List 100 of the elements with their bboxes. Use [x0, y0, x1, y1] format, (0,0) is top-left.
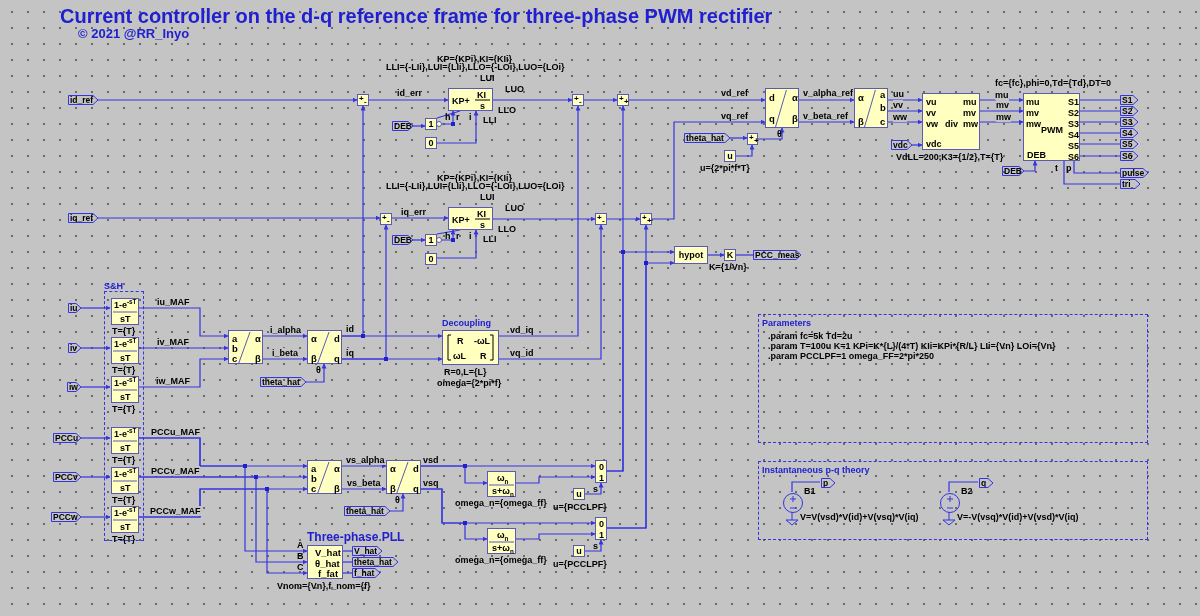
block-label: q [334, 354, 340, 364]
net-label-flag [1120, 106, 1138, 116]
block-label: a [880, 90, 886, 100]
wire-label: mv [996, 100, 1009, 110]
block-label: + [754, 136, 759, 146]
signal-wire [757, 127, 785, 140]
signal-wire [341, 486, 387, 492]
block-label: vdc [926, 139, 942, 149]
block-label: β [858, 117, 864, 127]
block-label: α [390, 464, 396, 474]
signal-wire [389, 493, 406, 512]
signal-wire [137, 345, 229, 351]
flag-text: DEB [393, 235, 412, 245]
block-label: - [579, 97, 582, 107]
block-label: 1-e$^{-sT}$ [114, 508, 137, 518]
block-label: div [945, 119, 958, 129]
wire-label: PCCv_MAF [151, 466, 200, 476]
low-pass-filter-block [487, 471, 516, 497]
wire-label: i_beta [272, 348, 298, 358]
signal-wire [1073, 160, 1121, 174]
signal-wire [137, 488, 308, 576]
block-label: R [457, 336, 464, 346]
summing-junction [357, 94, 369, 106]
signal-wire [342, 561, 353, 563]
parameter-text: LLI [483, 234, 497, 244]
pin-label: θ [777, 129, 782, 139]
signal-wire [342, 572, 353, 574]
block-label: f_fat [318, 569, 339, 579]
wire-label: v_beta_ref [803, 111, 849, 121]
pin-label: C [297, 562, 304, 572]
signal-wire [583, 97, 618, 103]
wire-label: PCCw_MAF [150, 506, 201, 516]
net-label-flag [352, 568, 380, 578]
block-label: u [727, 151, 733, 161]
block-label: sT [120, 522, 131, 532]
net-label-flag [1120, 95, 1138, 105]
wire-label: vs_beta [347, 478, 381, 488]
flag-text: f_hat [353, 568, 375, 578]
summing-junction [380, 213, 392, 225]
signal-wire [1079, 143, 1121, 145]
block-label: KP+ [452, 215, 470, 225]
flag-text: iq_ref [69, 213, 94, 223]
pin-label: r [456, 231, 460, 241]
signal-wire [412, 123, 426, 129]
parameter-text: R=0,L={L} [444, 367, 487, 377]
pin-label: B [297, 551, 304, 561]
parameter-text: K={1/Vn} [709, 262, 747, 272]
diagram-title: Current controller on the d-q reference frame for three-phase PWM rectifier [60, 4, 773, 28]
net-label-flag [1120, 128, 1138, 138]
signal-wire [80, 345, 111, 351]
block-title: Decoupling [442, 318, 491, 328]
net-label-flag [260, 377, 306, 387]
block-label: ω$_{n}$ [497, 473, 509, 483]
flag-text: PCCv [54, 472, 78, 482]
frame-title: Parameters [762, 318, 812, 328]
signal-wire [341, 333, 443, 339]
block-label: ω$_{n}$ [497, 530, 509, 540]
wire-label: i_alpha [270, 325, 301, 335]
signal-wire [791, 481, 821, 493]
net-label-flag [1120, 151, 1138, 161]
parameter-text: LLI [483, 115, 497, 125]
wire-label: vs_alpha [346, 455, 385, 465]
signal-wire [515, 474, 596, 484]
pi-controller-block [448, 88, 493, 111]
pin-label: B1 [804, 486, 816, 496]
signal-wire [342, 550, 353, 552]
parameter-text: T={T} [112, 326, 136, 336]
net-label-flag [684, 133, 730, 143]
net-label-flag [891, 140, 912, 150]
signal-wire [707, 252, 725, 258]
block-label: KI [477, 90, 486, 100]
summing-junction [617, 94, 629, 106]
pin-label: s [593, 541, 598, 551]
block-label: DEB [1027, 150, 1046, 160]
signal-wire [1079, 110, 1121, 112]
block-label: R [480, 351, 487, 361]
block-label: S1 [1068, 97, 1079, 107]
signal-wire [584, 482, 604, 495]
block-label: mv [1026, 108, 1039, 118]
wire-label: iw_MAF [156, 376, 190, 386]
pin-label: θ [316, 365, 321, 375]
block-label: + [359, 94, 364, 104]
signal-wire [979, 108, 1024, 114]
block-label: d [413, 464, 419, 474]
parameter-text: fc={fc},phi=0,Td={Td},DT=0 [995, 78, 1112, 88]
net-label-flag [821, 478, 835, 488]
moving-average-filter-block [111, 298, 139, 325]
signal-wire [606, 216, 641, 222]
wire-label: id [346, 324, 354, 334]
frame-title: Instantaneous p-q theory [762, 465, 870, 475]
coordinate-transform-block [307, 330, 342, 364]
pin-label: h [445, 231, 451, 241]
block-label: sT [120, 353, 131, 363]
pi-controller-block [448, 207, 493, 230]
signal-wire [606, 260, 675, 529]
block-label: β [390, 484, 396, 494]
summing-junction [595, 213, 607, 225]
signal-wire [498, 224, 604, 360]
pin-label: h [445, 112, 451, 122]
signal-wire [420, 488, 596, 526]
